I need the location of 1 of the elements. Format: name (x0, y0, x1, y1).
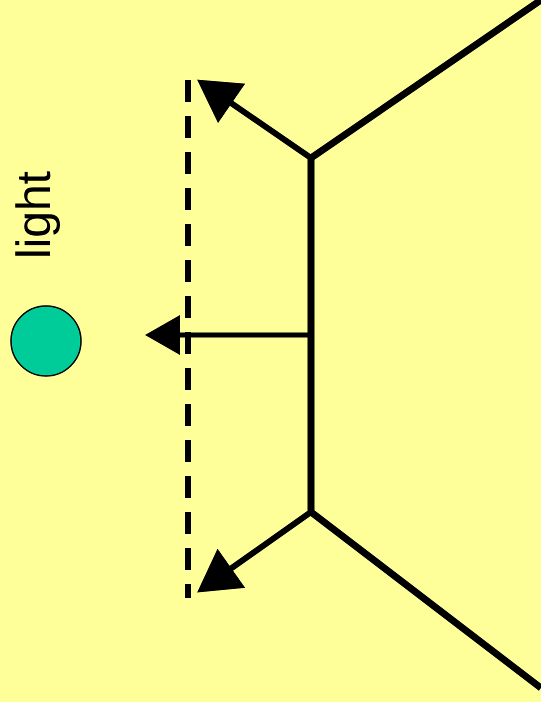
light-label: light (11, 170, 59, 260)
